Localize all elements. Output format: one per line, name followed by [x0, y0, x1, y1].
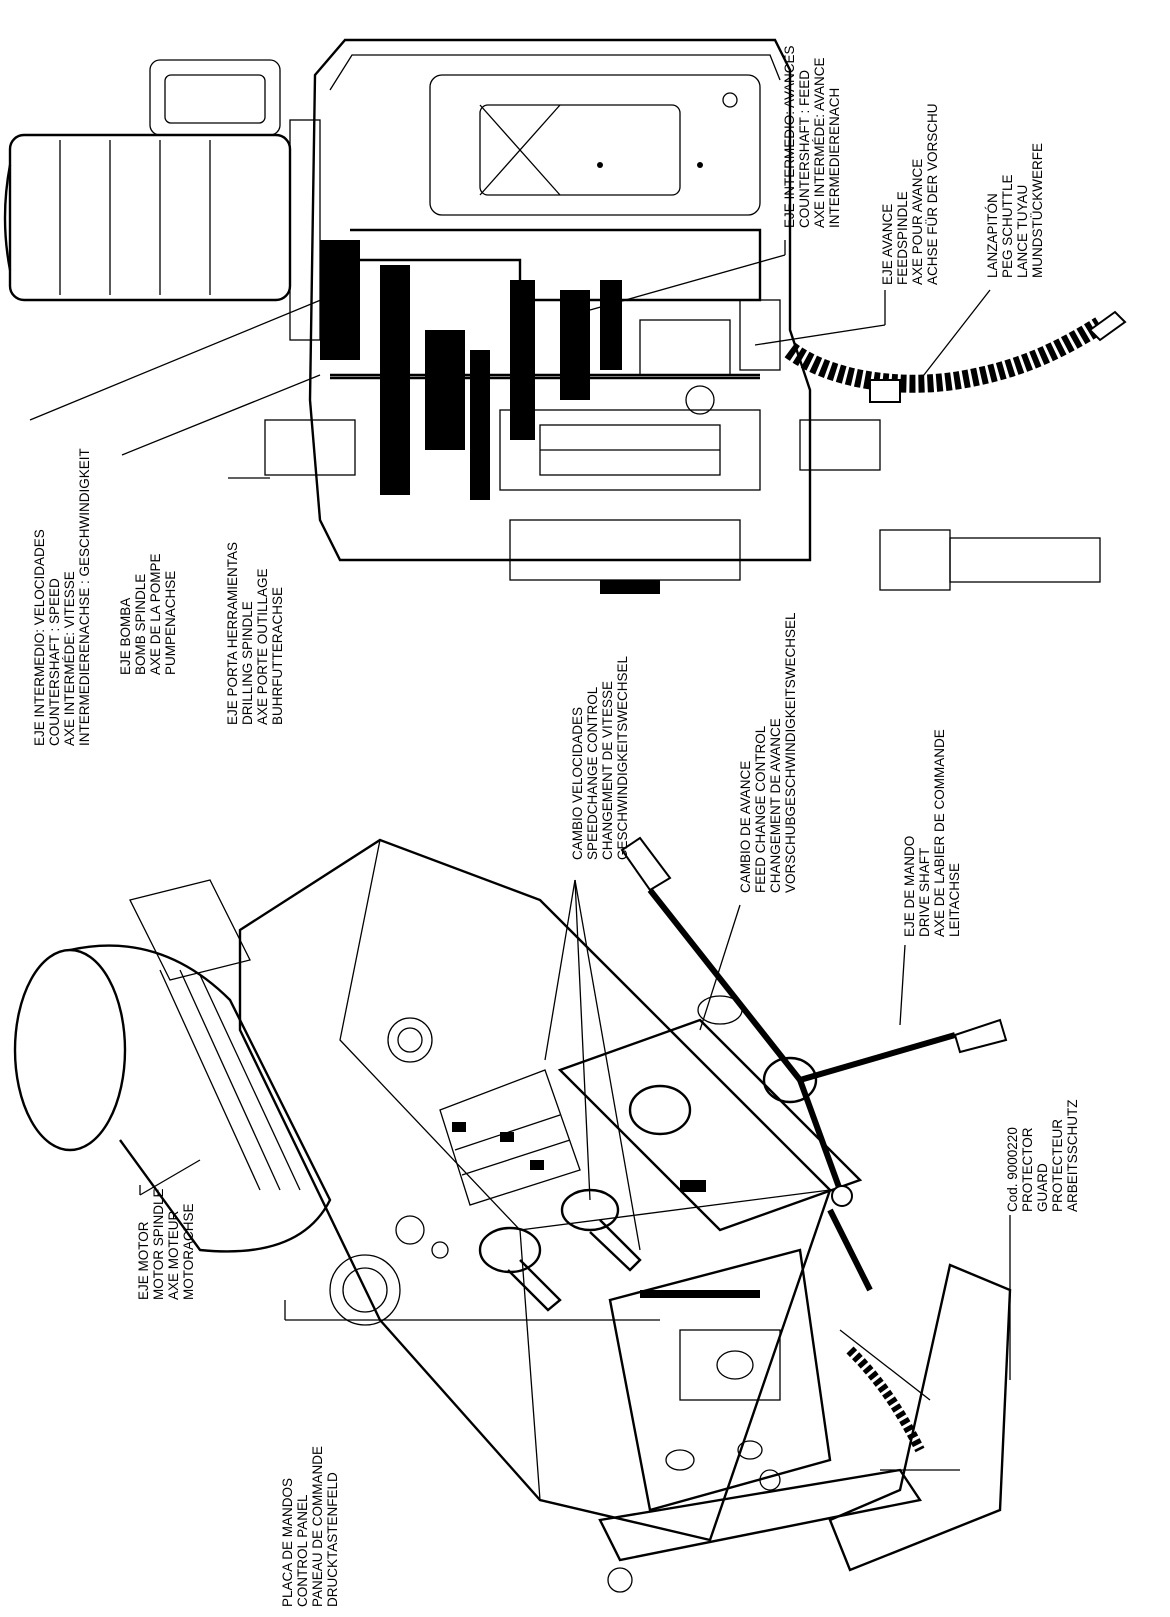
- label-line: VORSCHUBGESCHWINDIGKEITSWECHSEL: [783, 612, 798, 893]
- label-placa-de-mandos: PLACA DE MANDOS CONTROL PANEL PANEAU DE …: [280, 1446, 340, 1607]
- label-line: PROTECTOR: [1020, 1127, 1035, 1212]
- head-body: [238, 838, 832, 1542]
- label-line: EJE DE MANDO: [902, 835, 917, 937]
- label-eje-porta-herramientas: EJE PORTA HERRAMIENTAS DRILLING SPINDLE …: [225, 542, 285, 725]
- label-line: PEG SCHUTTLE: [1000, 174, 1015, 278]
- sectional-view: [3, 38, 1127, 594]
- label-line: PROTECTEUR: [1050, 1118, 1065, 1212]
- label-line: AXE DE LA POMPE: [148, 553, 163, 675]
- label-line: MUNDSTÜCKWERFE: [1030, 143, 1045, 278]
- feed-handles: [620, 836, 1008, 1292]
- label-eje-de-mando: EJE DE MANDO DRIVE SHAFT AXE DE LABIER D…: [902, 729, 962, 937]
- label-line: EJE PORTA HERRAMIENTAS: [225, 541, 240, 725]
- motor-iso: [13, 879, 332, 1253]
- label-line: CONTROL PANEL: [295, 1494, 310, 1607]
- label-line: EJE AVANCE: [880, 203, 895, 285]
- label-eje-motor: EJE MOTOR MOTOR SPINDLE AXE MOTEUR MOTOR…: [136, 1188, 196, 1300]
- label-lanzapiton: LANZAPITÓN PEG SCHUTTLE LANCE TUYAU MUND…: [985, 143, 1045, 278]
- label-line: INTERMEDIERENACHSE : GESCHWINDIGKEIT: [77, 448, 92, 746]
- label-line: ARBEITSSCHUTZ: [1065, 1099, 1080, 1212]
- label-line: LEITACHSE: [947, 862, 962, 937]
- label-cambio-de-avance: CAMBIO DE AVANCE FEED CHANGE CONTROL CHA…: [738, 612, 798, 893]
- label-line: BUHRFUTTERACHSE: [270, 586, 285, 725]
- front-rails: [598, 1329, 931, 1593]
- label-line: DRUCKTASTENFELD: [325, 1472, 340, 1607]
- label-line: PUMPENACHSE: [163, 570, 178, 675]
- label-line: GUARD: [1035, 1163, 1050, 1212]
- label-line: COUNTERSHAFT : SPEED: [47, 578, 62, 746]
- label-line: CHANGEMENT DE VITESSE: [600, 680, 615, 860]
- label-eje-bomba: EJE BOMBA BOMB SPINDLE AXE DE LA POMPE P…: [118, 553, 178, 675]
- gearbox-housing: [308, 38, 812, 562]
- label-line: PANEAU DE COMMANDE: [310, 1445, 325, 1607]
- label-line: LANCE TUYAU: [1015, 184, 1030, 278]
- label-line: AXE PORTE OUTILLAGE: [255, 568, 270, 725]
- label-line: ACHSE FÜR DER VORSCHU: [925, 103, 940, 285]
- label-line: COUNTERSHAFT : FEED: [797, 69, 812, 228]
- isometric-view: [13, 836, 1012, 1593]
- label-line: FEED CHANGE CONTROL: [753, 725, 768, 893]
- label-line: DRILLING SPINDLE: [240, 601, 255, 725]
- label-line: AXE INTERMÉDE: AVANCE: [812, 57, 827, 228]
- label-line: GESCHWINDIGKEITSWECHSEL: [615, 655, 630, 860]
- label-line: MOTOR SPINDLE: [151, 1188, 166, 1300]
- label-line: PLACA DE MANDOS: [280, 1477, 295, 1607]
- label-eje-intermedio-velocidades: EJE INTERMEDIO: VELOCIDADES COUNTERSHAFT…: [32, 448, 92, 746]
- speed-table: [439, 1069, 581, 1206]
- coolant-hose: [784, 310, 1127, 403]
- label-protector: Cod. 9000220 PROTECTOR GUARD PROTECTEUR …: [1005, 1099, 1080, 1212]
- bottom-leader-lines: [139, 879, 1011, 1380]
- label-eje-intermedio-avances: EJE INTERMEDIO: AVANCES COUNTERSHAFT : F…: [782, 45, 842, 228]
- guard: [828, 1263, 1012, 1572]
- speed-knobs: [478, 1188, 642, 1312]
- label-line: LANZAPITÓN: [985, 193, 1000, 278]
- label-line: EJE INTERMEDIO: VELOCIDADES: [32, 529, 47, 746]
- label-line: INTERMEDIERENACH: [827, 87, 842, 228]
- label-line: CAMBIO VELOCIDADES: [570, 706, 585, 860]
- motor-section: [3, 59, 321, 341]
- gear-train: [320, 240, 781, 500]
- label-line: AXE DE LABIER DE COMMANDE: [932, 729, 947, 937]
- label-line: MOTORACHSE: [181, 1203, 196, 1300]
- label-line: BOMB SPINDLE: [133, 573, 148, 675]
- label-line: CHANGEMENT DE AVANCE: [768, 718, 783, 893]
- top-leader-lines: [29, 240, 991, 479]
- label-line: CAMBIO DE AVANCE: [738, 760, 753, 893]
- label-line: EJE BOMBA: [118, 597, 133, 675]
- label-line: EJE MOTOR: [136, 1221, 151, 1300]
- label-line: Cod. 9000220: [1005, 1127, 1020, 1212]
- control-panel-iso: [608, 1248, 832, 1512]
- spindle-quill: [264, 409, 1101, 594]
- label-line: AXE MOTEUR: [166, 1210, 181, 1300]
- label-eje-avance: EJE AVANCE FEEDSPINDLE AXE POUR AVANCE A…: [880, 103, 940, 285]
- label-line: DRIVE SHAFT: [917, 847, 932, 937]
- label-line: AXE POUR AVANCE: [910, 158, 925, 285]
- label-cambio-velocidades: CAMBIO VELOCIDADES SPEEDCHANGE CONTROL C…: [570, 656, 630, 860]
- label-line: EJE INTERMEDIO: AVANCES: [782, 45, 797, 228]
- label-line: SPEEDCHANGE CONTROL: [585, 686, 600, 860]
- label-line: FEEDSPINDLE: [895, 191, 910, 285]
- label-line: AXE INTERMÉDE: VITESSE: [62, 571, 77, 746]
